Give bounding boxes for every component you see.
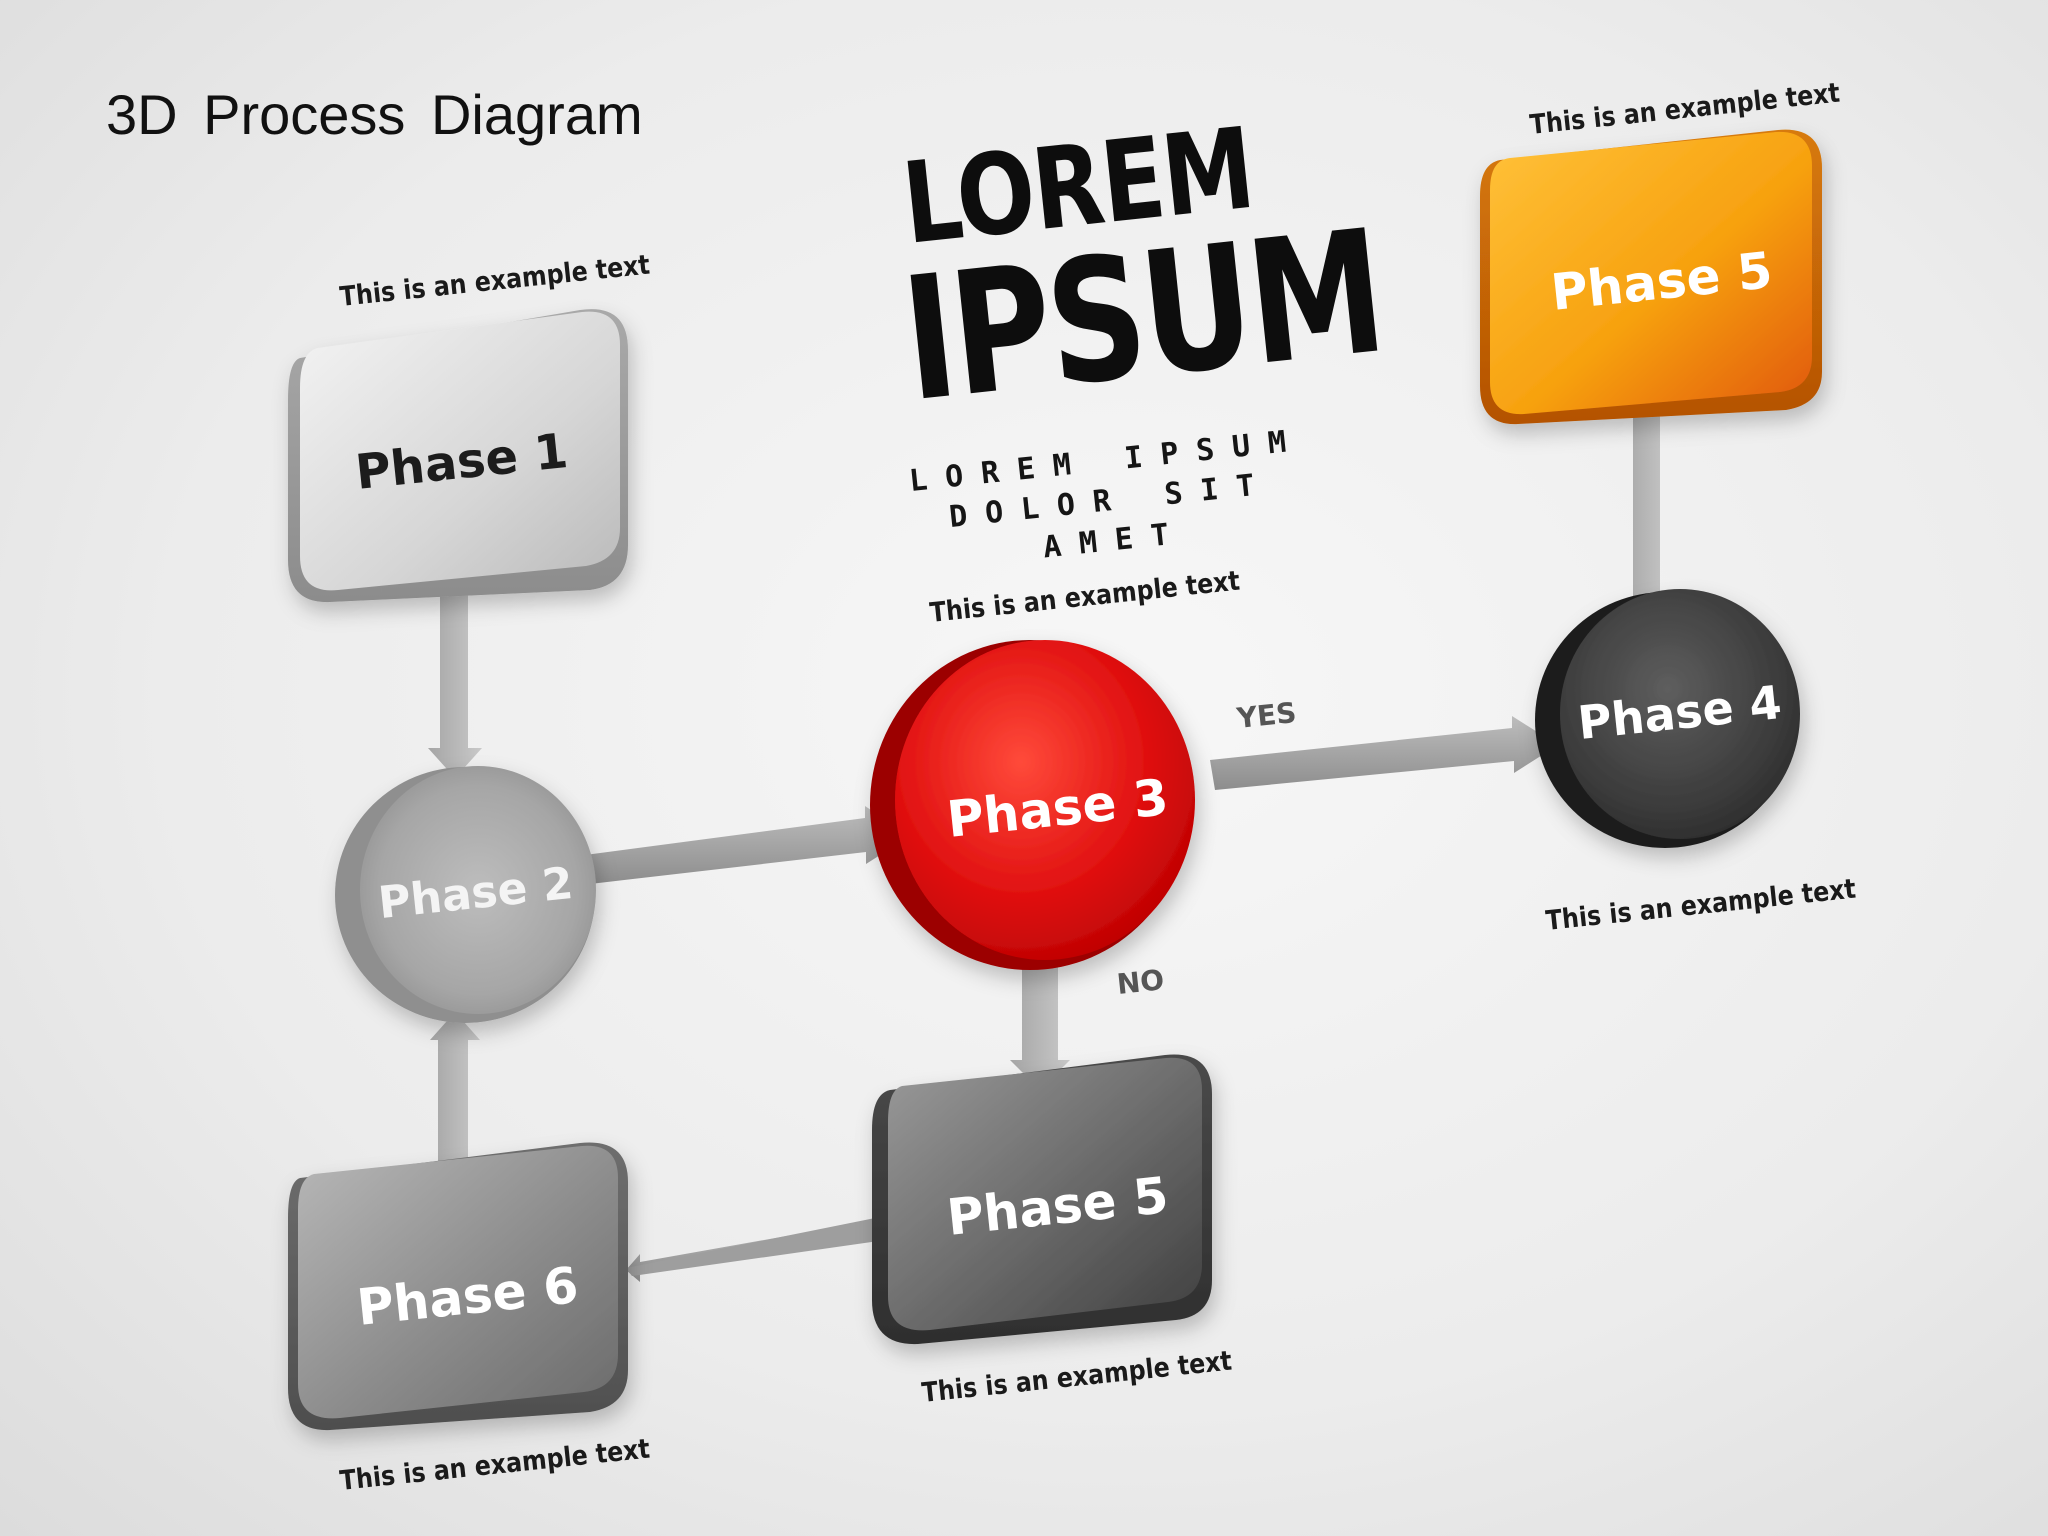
connector-phase4-to-phase5-top — [1622, 380, 1672, 600]
headline-block: LOREM IPSUM LOREM IPSUM DOLOR SIT AMET — [838, 104, 1391, 594]
phase4-disc[interactable]: Phase 4 — [1535, 589, 1800, 848]
connector-phase3-to-phase4 — [1210, 716, 1558, 790]
connector-phase6-to-phase2 — [430, 1012, 480, 1185]
phase5-top-box[interactable]: Phase 5 — [1480, 129, 1822, 425]
branch-yes-label: YES — [1234, 696, 1298, 735]
branch-no-label: NO — [1115, 963, 1165, 1001]
phase6-box[interactable]: Phase 6 — [288, 1142, 628, 1431]
page-title: 3D Process Diagram — [106, 83, 643, 146]
connector-phase5-to-phase6 — [626, 1212, 910, 1282]
headline-line2: IPSUM — [894, 193, 1391, 441]
phase3-disc[interactable]: Phase 3 — [870, 640, 1195, 970]
connector-phase1-to-phase2 — [428, 585, 482, 778]
phase5-bottom-box[interactable]: Phase 5 — [872, 1054, 1212, 1345]
phase1-box[interactable]: Phase 1 — [288, 309, 628, 603]
connector-phase3-to-phase5 — [1010, 965, 1070, 1090]
connector-phase2-to-phase3 — [585, 806, 910, 884]
phase2-disc[interactable]: Phase 2 — [335, 766, 596, 1023]
